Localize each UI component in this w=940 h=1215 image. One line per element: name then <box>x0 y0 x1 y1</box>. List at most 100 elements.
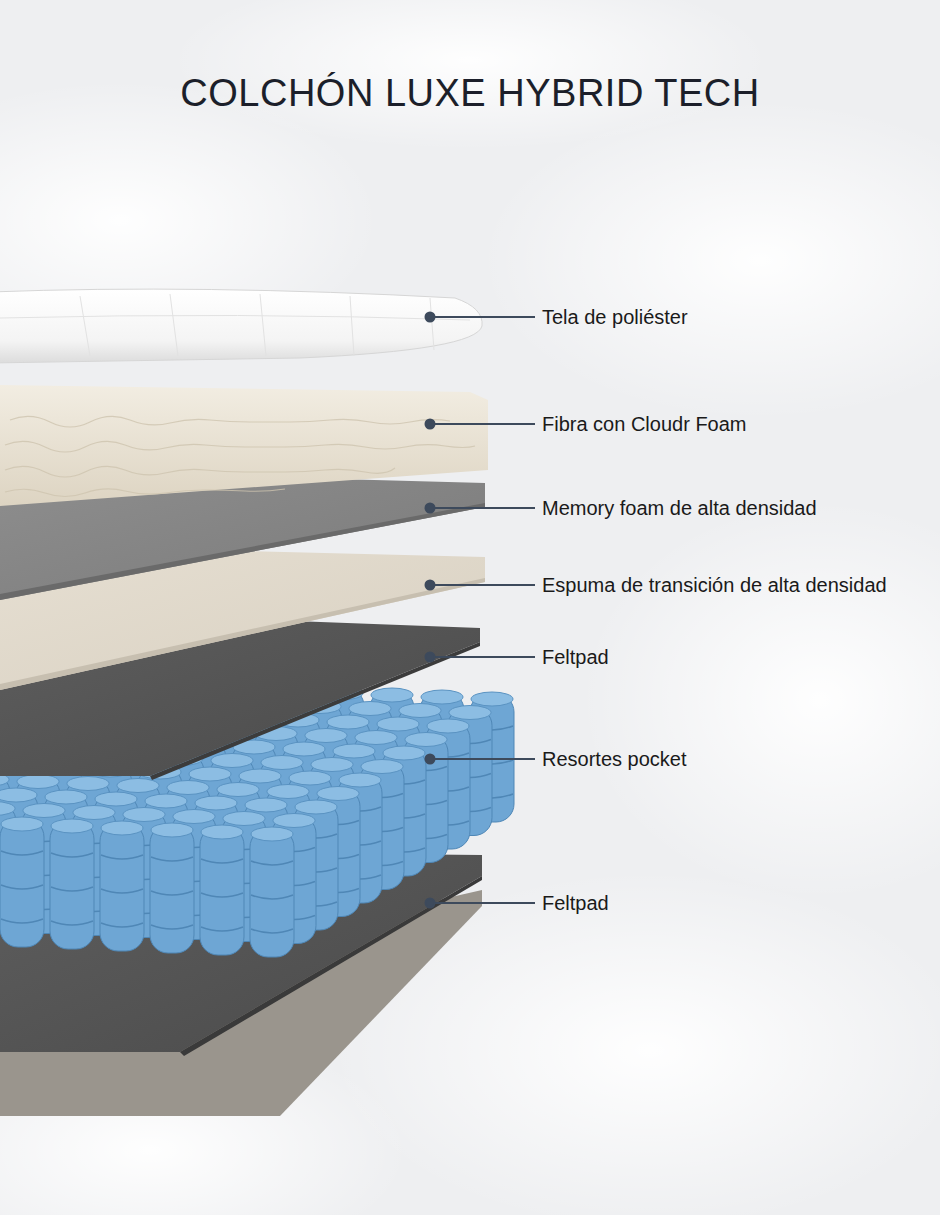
top-feltpad-edge <box>150 642 480 780</box>
spring-top <box>283 742 325 756</box>
spring-top <box>45 790 87 804</box>
leader-dot <box>426 899 435 908</box>
spring-body <box>100 823 144 951</box>
spring-top <box>173 810 215 824</box>
spring-top <box>23 804 65 818</box>
spring-top <box>245 798 287 812</box>
spring-top <box>167 781 209 795</box>
part-label: Resortes pocket <box>542 748 687 771</box>
spring-top <box>123 808 165 822</box>
spring-band <box>51 921 93 925</box>
leader-dot <box>426 755 435 764</box>
spring-top <box>327 715 369 729</box>
spring-top <box>101 821 143 835</box>
spring-top <box>51 819 93 833</box>
upper-layers <box>0 289 488 780</box>
leader-line <box>430 656 535 658</box>
spring-top <box>317 787 359 801</box>
part-label: Feltpad <box>542 646 609 669</box>
leader-line <box>430 902 535 904</box>
spring-top <box>267 785 309 799</box>
part-label: Feltpad <box>542 892 609 915</box>
spring-coil <box>100 821 144 951</box>
part-label: Fibra con Cloudr Foam <box>542 413 747 436</box>
spring-coil <box>250 827 294 957</box>
leader-dot <box>426 313 435 322</box>
spring-band <box>201 859 243 863</box>
spring-band <box>101 855 143 859</box>
spring-top <box>349 702 391 716</box>
spring-coil <box>150 823 194 953</box>
spring-top <box>73 806 115 820</box>
spring-body <box>150 825 194 953</box>
diagram-title: COLCHÓN LUXE HYBRID TECH <box>180 72 759 115</box>
spring-top <box>289 771 331 785</box>
spring-top <box>449 706 491 720</box>
spring-top <box>361 760 403 774</box>
spring-band <box>251 861 293 865</box>
spring-band <box>151 925 193 929</box>
spring-coil <box>200 825 244 955</box>
spring-top <box>239 769 281 783</box>
spring-band <box>251 895 293 899</box>
leader-line <box>430 584 535 586</box>
spring-top <box>189 767 231 781</box>
spring-band <box>101 923 143 927</box>
spring-band <box>251 929 293 933</box>
spring-top <box>217 783 259 797</box>
spring-top <box>421 690 463 704</box>
spring-top <box>273 814 315 828</box>
spring-top <box>339 773 381 787</box>
spring-top <box>95 792 137 806</box>
part-label: Tela de poliéster <box>542 306 688 329</box>
fiber-texture <box>5 416 475 496</box>
spring-top <box>223 812 265 826</box>
spring-top <box>0 788 37 802</box>
spring-top <box>145 794 187 808</box>
spring-top <box>355 731 397 745</box>
spring-body <box>50 821 94 949</box>
quilting <box>0 294 470 356</box>
leader-line <box>430 316 535 318</box>
spring-top <box>427 719 469 733</box>
spring-top <box>151 823 193 837</box>
leader-lines <box>426 313 536 908</box>
spring-top <box>399 704 441 718</box>
memory-foam-edge <box>0 503 485 600</box>
spring-top <box>117 779 159 793</box>
spring-top <box>261 756 303 770</box>
spring-top <box>383 746 425 760</box>
spring-top <box>211 754 253 768</box>
spring-top <box>251 827 293 841</box>
spring-top <box>295 800 337 814</box>
leader-dot <box>426 420 435 429</box>
spring-top <box>311 758 353 772</box>
spring-top <box>405 733 447 747</box>
spring-top <box>1 817 43 831</box>
spring-top <box>333 744 375 758</box>
spring-band <box>151 891 193 895</box>
spring-coil <box>0 817 44 947</box>
leader-line <box>430 507 535 509</box>
spring-band <box>1 919 43 923</box>
leader-line <box>430 758 535 760</box>
spring-top <box>471 692 513 706</box>
spring-top <box>17 775 59 789</box>
fabric-cover <box>0 289 482 363</box>
fiber-layer <box>0 385 488 506</box>
spring-top <box>67 777 109 791</box>
transition-foam-edge <box>0 578 485 690</box>
spring-band <box>51 853 93 857</box>
spring-band <box>101 889 143 893</box>
part-label: Espuma de transición de alta densidad <box>542 574 887 597</box>
spring-top <box>305 729 347 743</box>
spring-top <box>201 825 243 839</box>
spring-top <box>377 717 419 731</box>
spring-top <box>195 796 237 810</box>
spring-band <box>201 893 243 897</box>
spring-band <box>51 887 93 891</box>
spring-coil <box>50 819 94 949</box>
